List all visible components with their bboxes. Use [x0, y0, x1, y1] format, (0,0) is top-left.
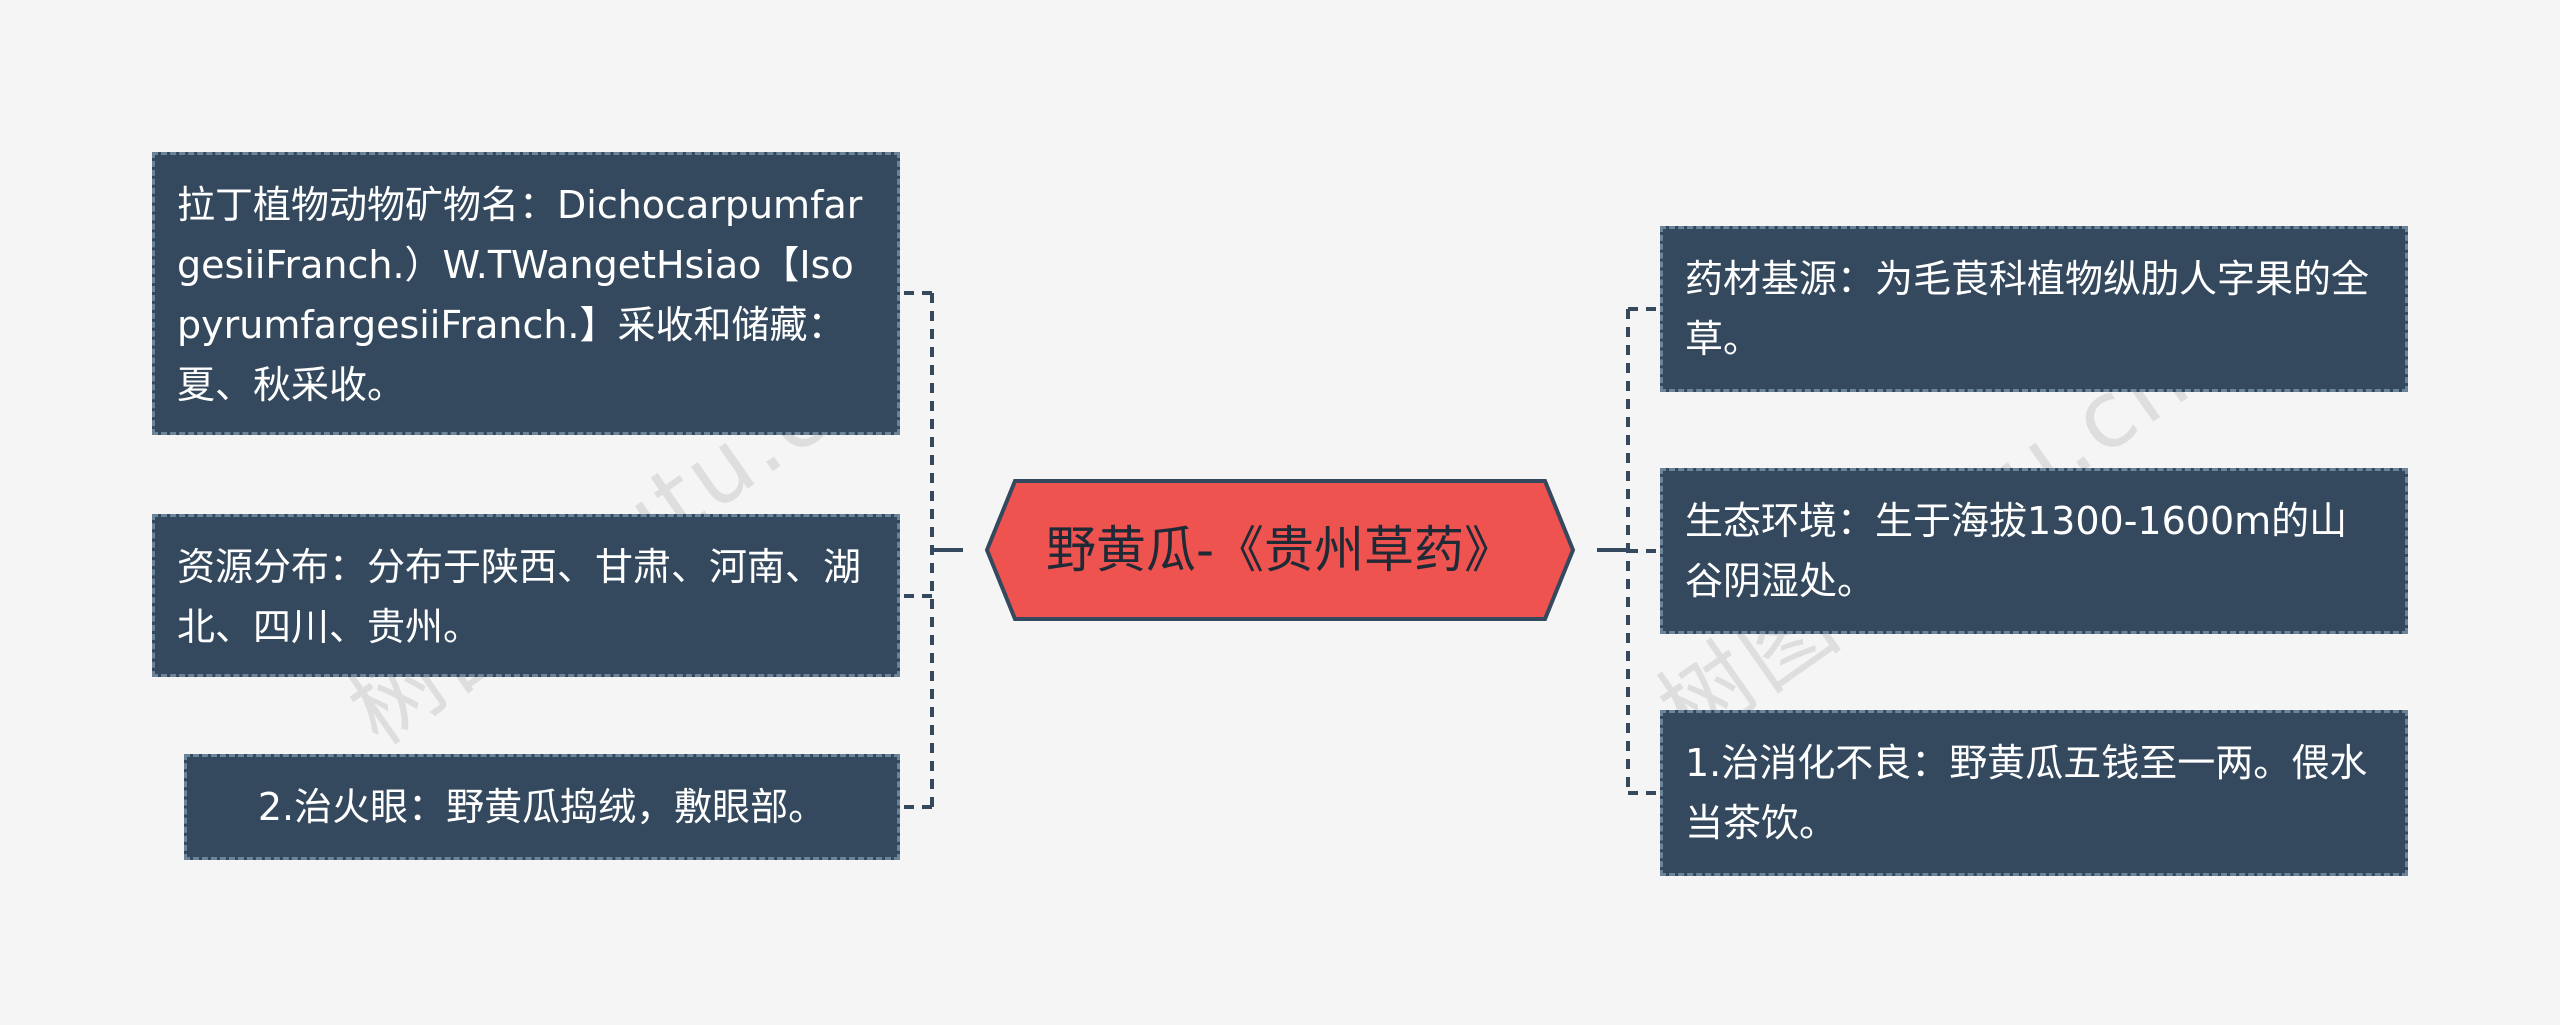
- central-topic-shape: [984, 479, 1576, 621]
- topic-medicinal-source[interactable]: 药材基源：为毛茛科植物纵肋人字果的全草。: [1660, 226, 2408, 392]
- topic-treat-red-eye[interactable]: 2.治火眼：野黄瓜捣绒，敷眼部。: [184, 754, 900, 860]
- topic-latin-name-harvest[interactable]: 拉丁植物动物矿物名：DichocarpumfargesiiFranch.）W.T…: [152, 152, 900, 435]
- topic-ecological-environment[interactable]: 生态环境：生于海拔1300-1600m的山谷阴湿处。: [1660, 468, 2408, 634]
- central-topic[interactable]: 野黄瓜-《贵州草药》: [963, 478, 1597, 622]
- central-topic-label: 野黄瓜-《贵州草药》: [1045, 521, 1515, 579]
- topic-treat-indigestion[interactable]: 1.治消化不良：野黄瓜五钱至一两。偎水当茶饮。: [1660, 710, 2408, 876]
- topic-resource-distribution[interactable]: 资源分布：分布于陕西、甘肃、河南、湖北、四川、贵州。: [152, 514, 900, 677]
